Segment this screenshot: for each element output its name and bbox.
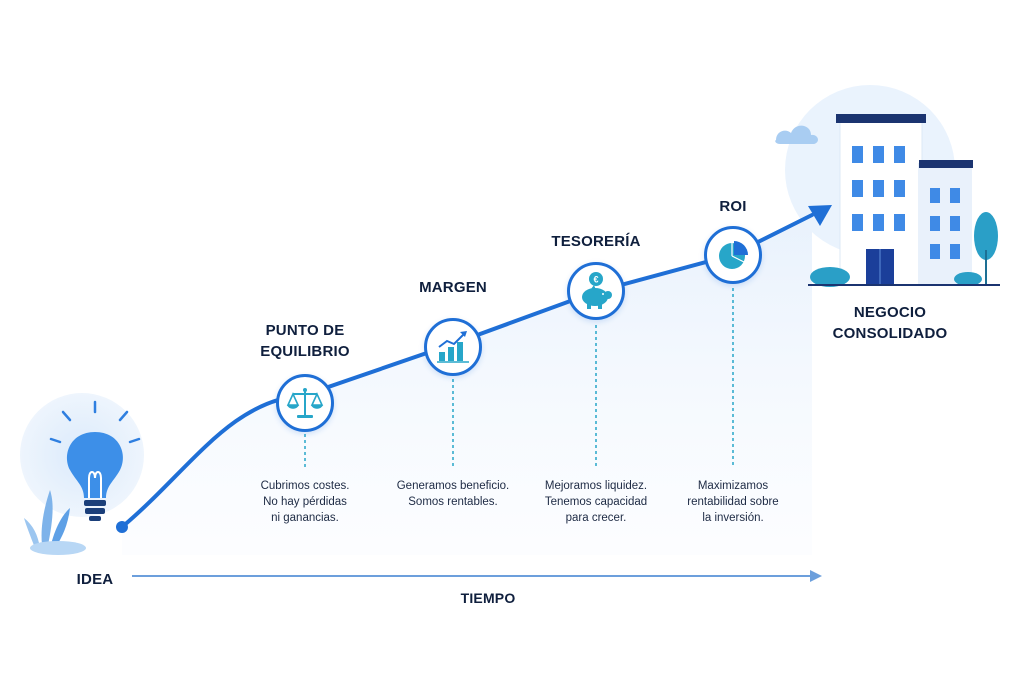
curve-start-dot <box>116 521 128 533</box>
milestone-treasury: € <box>567 262 625 320</box>
growth-curve <box>120 213 814 529</box>
stage-title-end-line2: CONSOLIDADO <box>832 325 948 342</box>
pie-chart-icon <box>719 241 748 269</box>
stage-desc-breakeven: Cubrimos costes. No hay pérdidas ni gana… <box>260 480 350 524</box>
stage-title-roi: ROI <box>719 198 747 215</box>
stage-title-start: IDEA <box>76 571 114 588</box>
stage-desc-margin: Generamos beneficio. Somos rentables. <box>396 480 510 508</box>
lightbulb-illustration <box>20 393 144 555</box>
stage-desc-roi: Maximizamos rentabilidad sobre la invers… <box>687 480 779 524</box>
stage-title-breakeven: PUNTO DE EQUILIBRIO <box>230 320 380 362</box>
time-axis-arrow <box>810 570 822 582</box>
growth-area <box>122 215 812 555</box>
stage-title-end-line1: NEGOCIO <box>853 304 927 321</box>
stage-title-end: NEGOCIO CONSOLIDADO <box>815 302 965 344</box>
time-axis-label: TIEMPO <box>460 590 516 606</box>
milestone-breakeven <box>276 374 334 432</box>
stage-title-margin: MARGEN <box>419 279 487 296</box>
stage-title-breakeven-line1: PUNTO DE <box>265 322 345 339</box>
bar-chart-growth-icon <box>437 331 469 363</box>
scale-icon <box>286 388 324 418</box>
stage-title-treasury: TESORERÍA <box>551 233 641 250</box>
stage-title-breakeven-line2: EQUILIBRIO <box>260 343 350 360</box>
piggy-bank-euro-icon: € <box>582 272 612 309</box>
milestone-roi <box>704 226 762 284</box>
milestone-margin <box>424 318 482 376</box>
svg-text:€: € <box>593 275 598 285</box>
stage-desc-treasury: Mejoramos liquidez. Tenemos capacidad pa… <box>544 480 648 524</box>
curve-arrowhead <box>808 205 832 226</box>
